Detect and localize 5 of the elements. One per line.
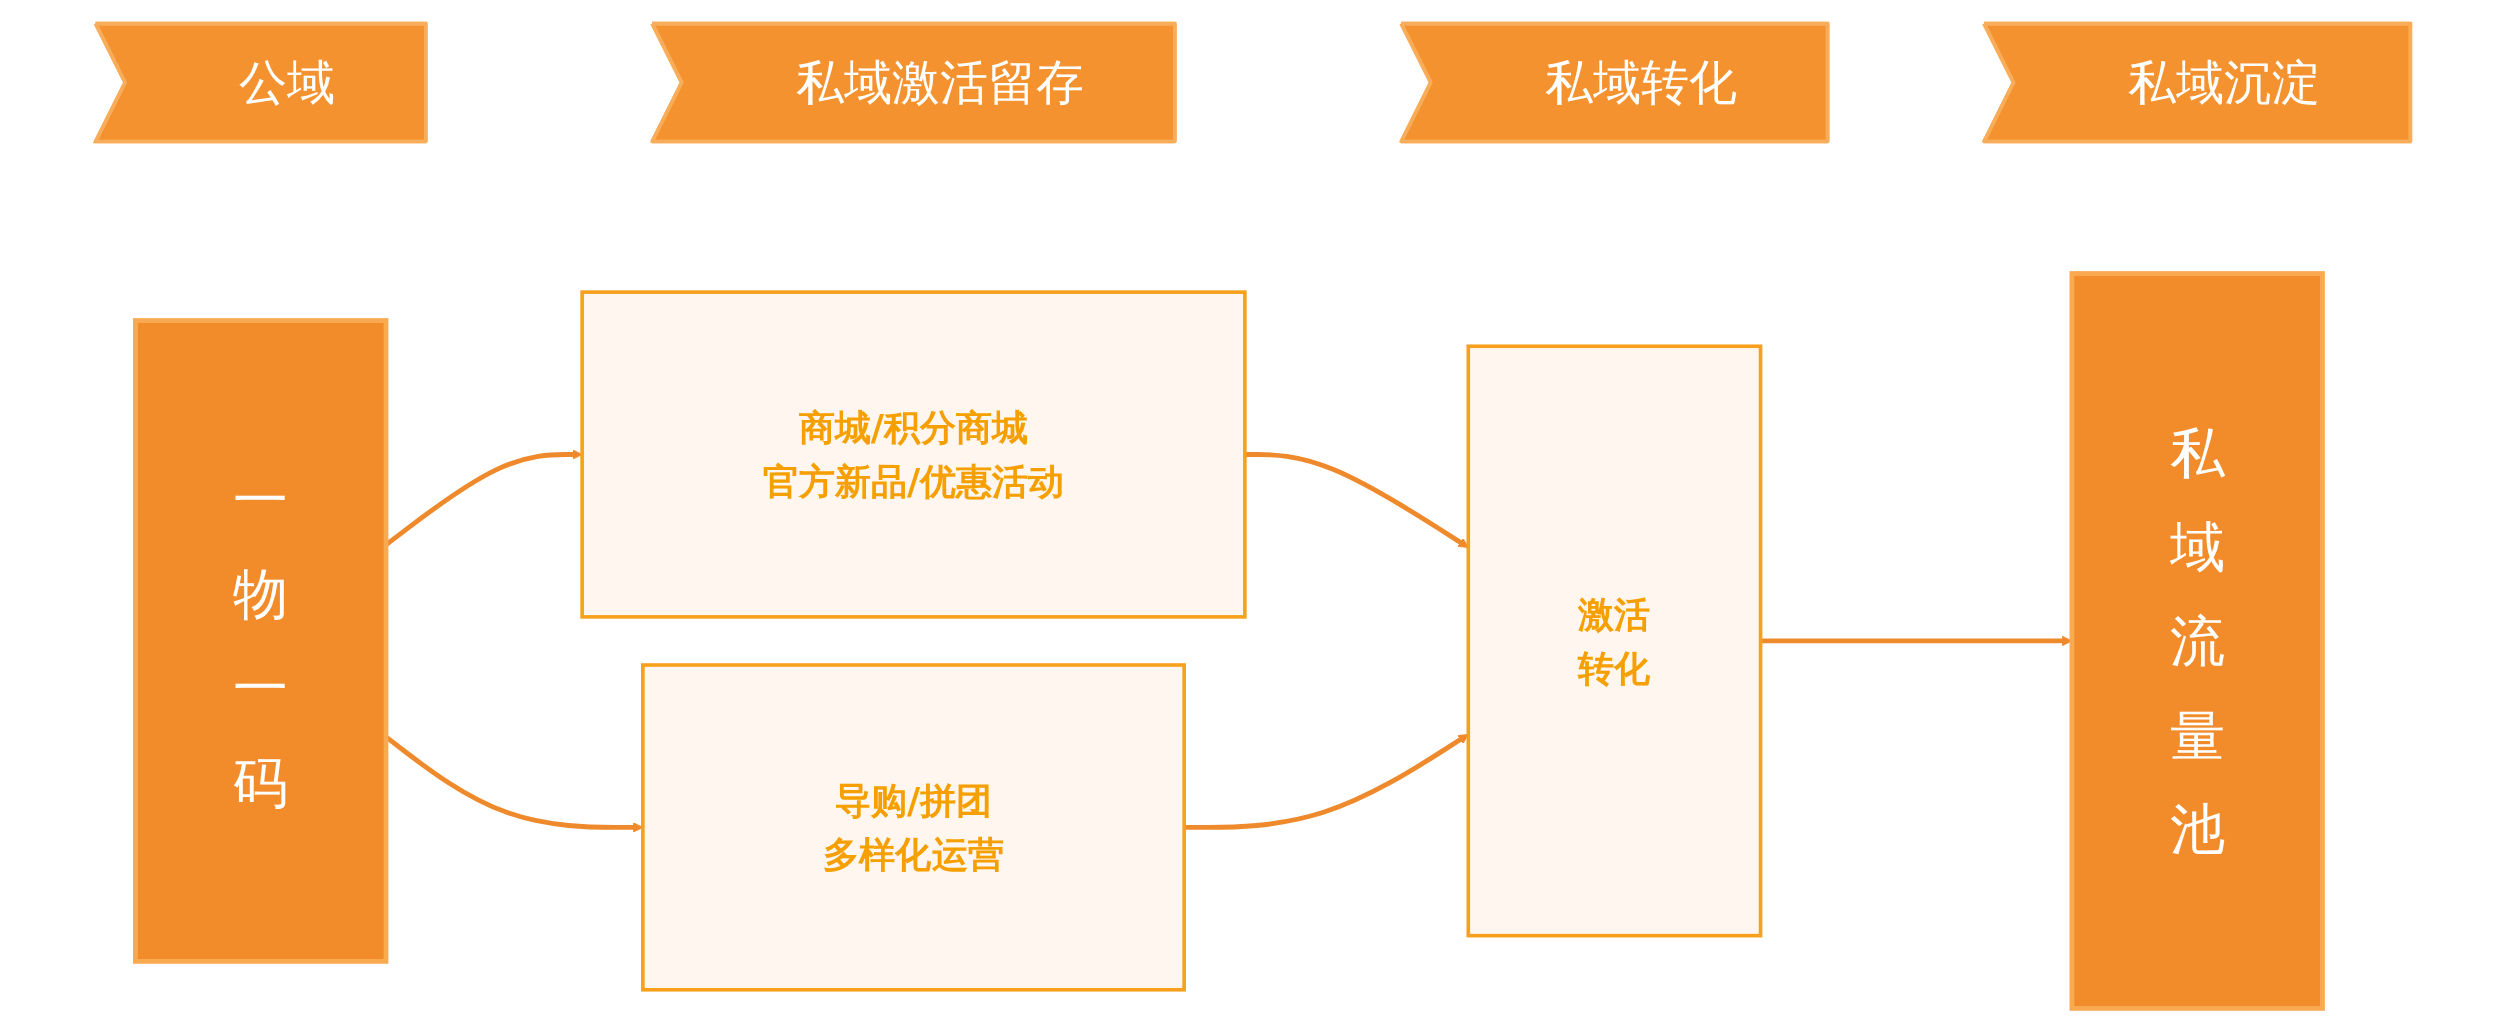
node-box: 一物一码 (133, 318, 389, 964)
node-box: 激活转化 (1466, 344, 1763, 938)
node-box: 导购/拼团 多样化运营 (641, 663, 1186, 992)
node-box: 商城/积分商城 官方新品/优惠活动 (580, 290, 1247, 619)
node-box: 私域流量池 (2069, 271, 2325, 1011)
